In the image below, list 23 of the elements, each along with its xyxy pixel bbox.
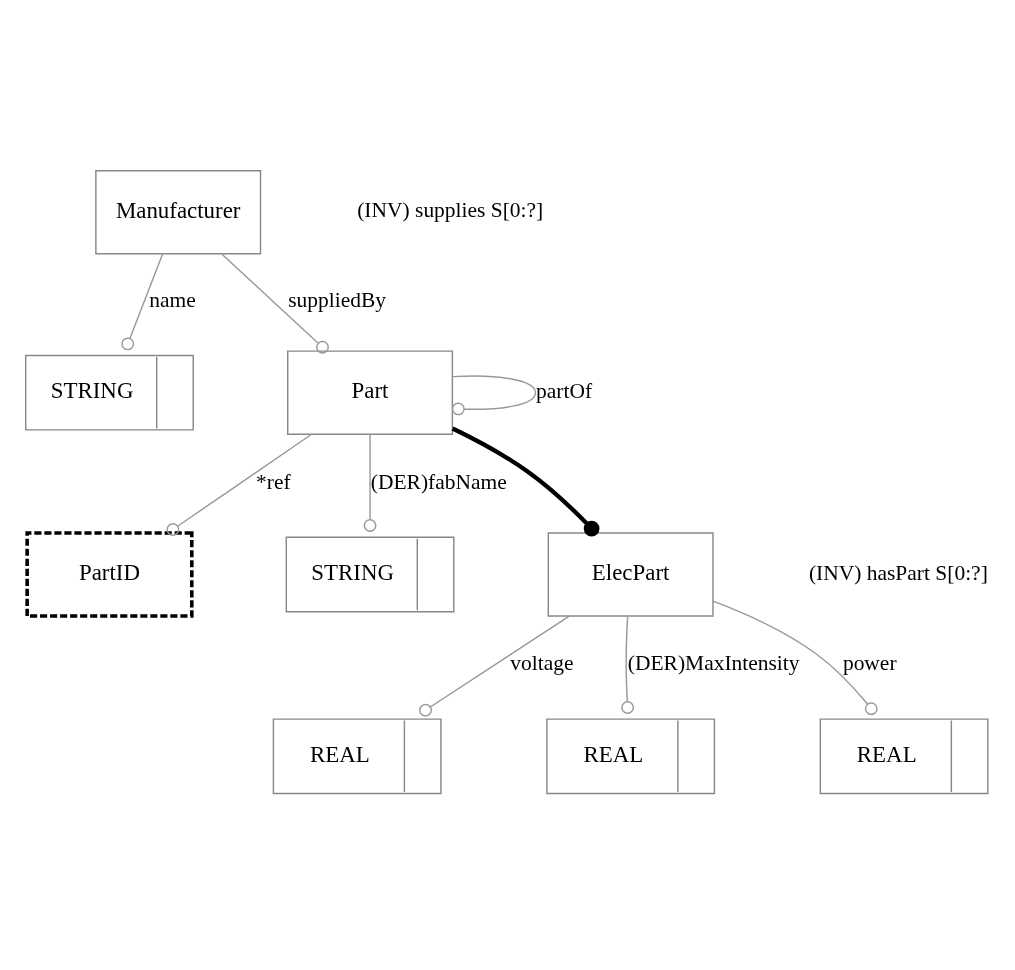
node-box: ElecPart [547, 532, 714, 617]
edge-label: power [842, 651, 897, 676]
edge-label: partOf [536, 378, 593, 403]
edge-label: (DER)fabName [370, 469, 507, 494]
connector [221, 253, 329, 354]
label: (INV) hasPart S[0:?] [808, 560, 988, 585]
edge-label: *ref [256, 469, 291, 494]
connector [419, 615, 570, 717]
edge-label: name [149, 287, 196, 312]
connector [621, 615, 635, 714]
node-box: Part [287, 350, 454, 435]
node-box: PartID [25, 531, 194, 618]
connector [451, 426, 600, 537]
connector [451, 375, 537, 416]
edge-label: suppliedBy [288, 287, 387, 312]
edge-label: (DER)MaxIntensity [627, 651, 800, 676]
connector [363, 433, 377, 532]
connector [121, 253, 164, 351]
connector [712, 600, 878, 716]
edge-label: voltage [510, 651, 574, 676]
label: (INV) supplies S[0:?] [357, 198, 544, 223]
node-box: Manufacturer [95, 170, 262, 255]
connector [166, 433, 313, 536]
